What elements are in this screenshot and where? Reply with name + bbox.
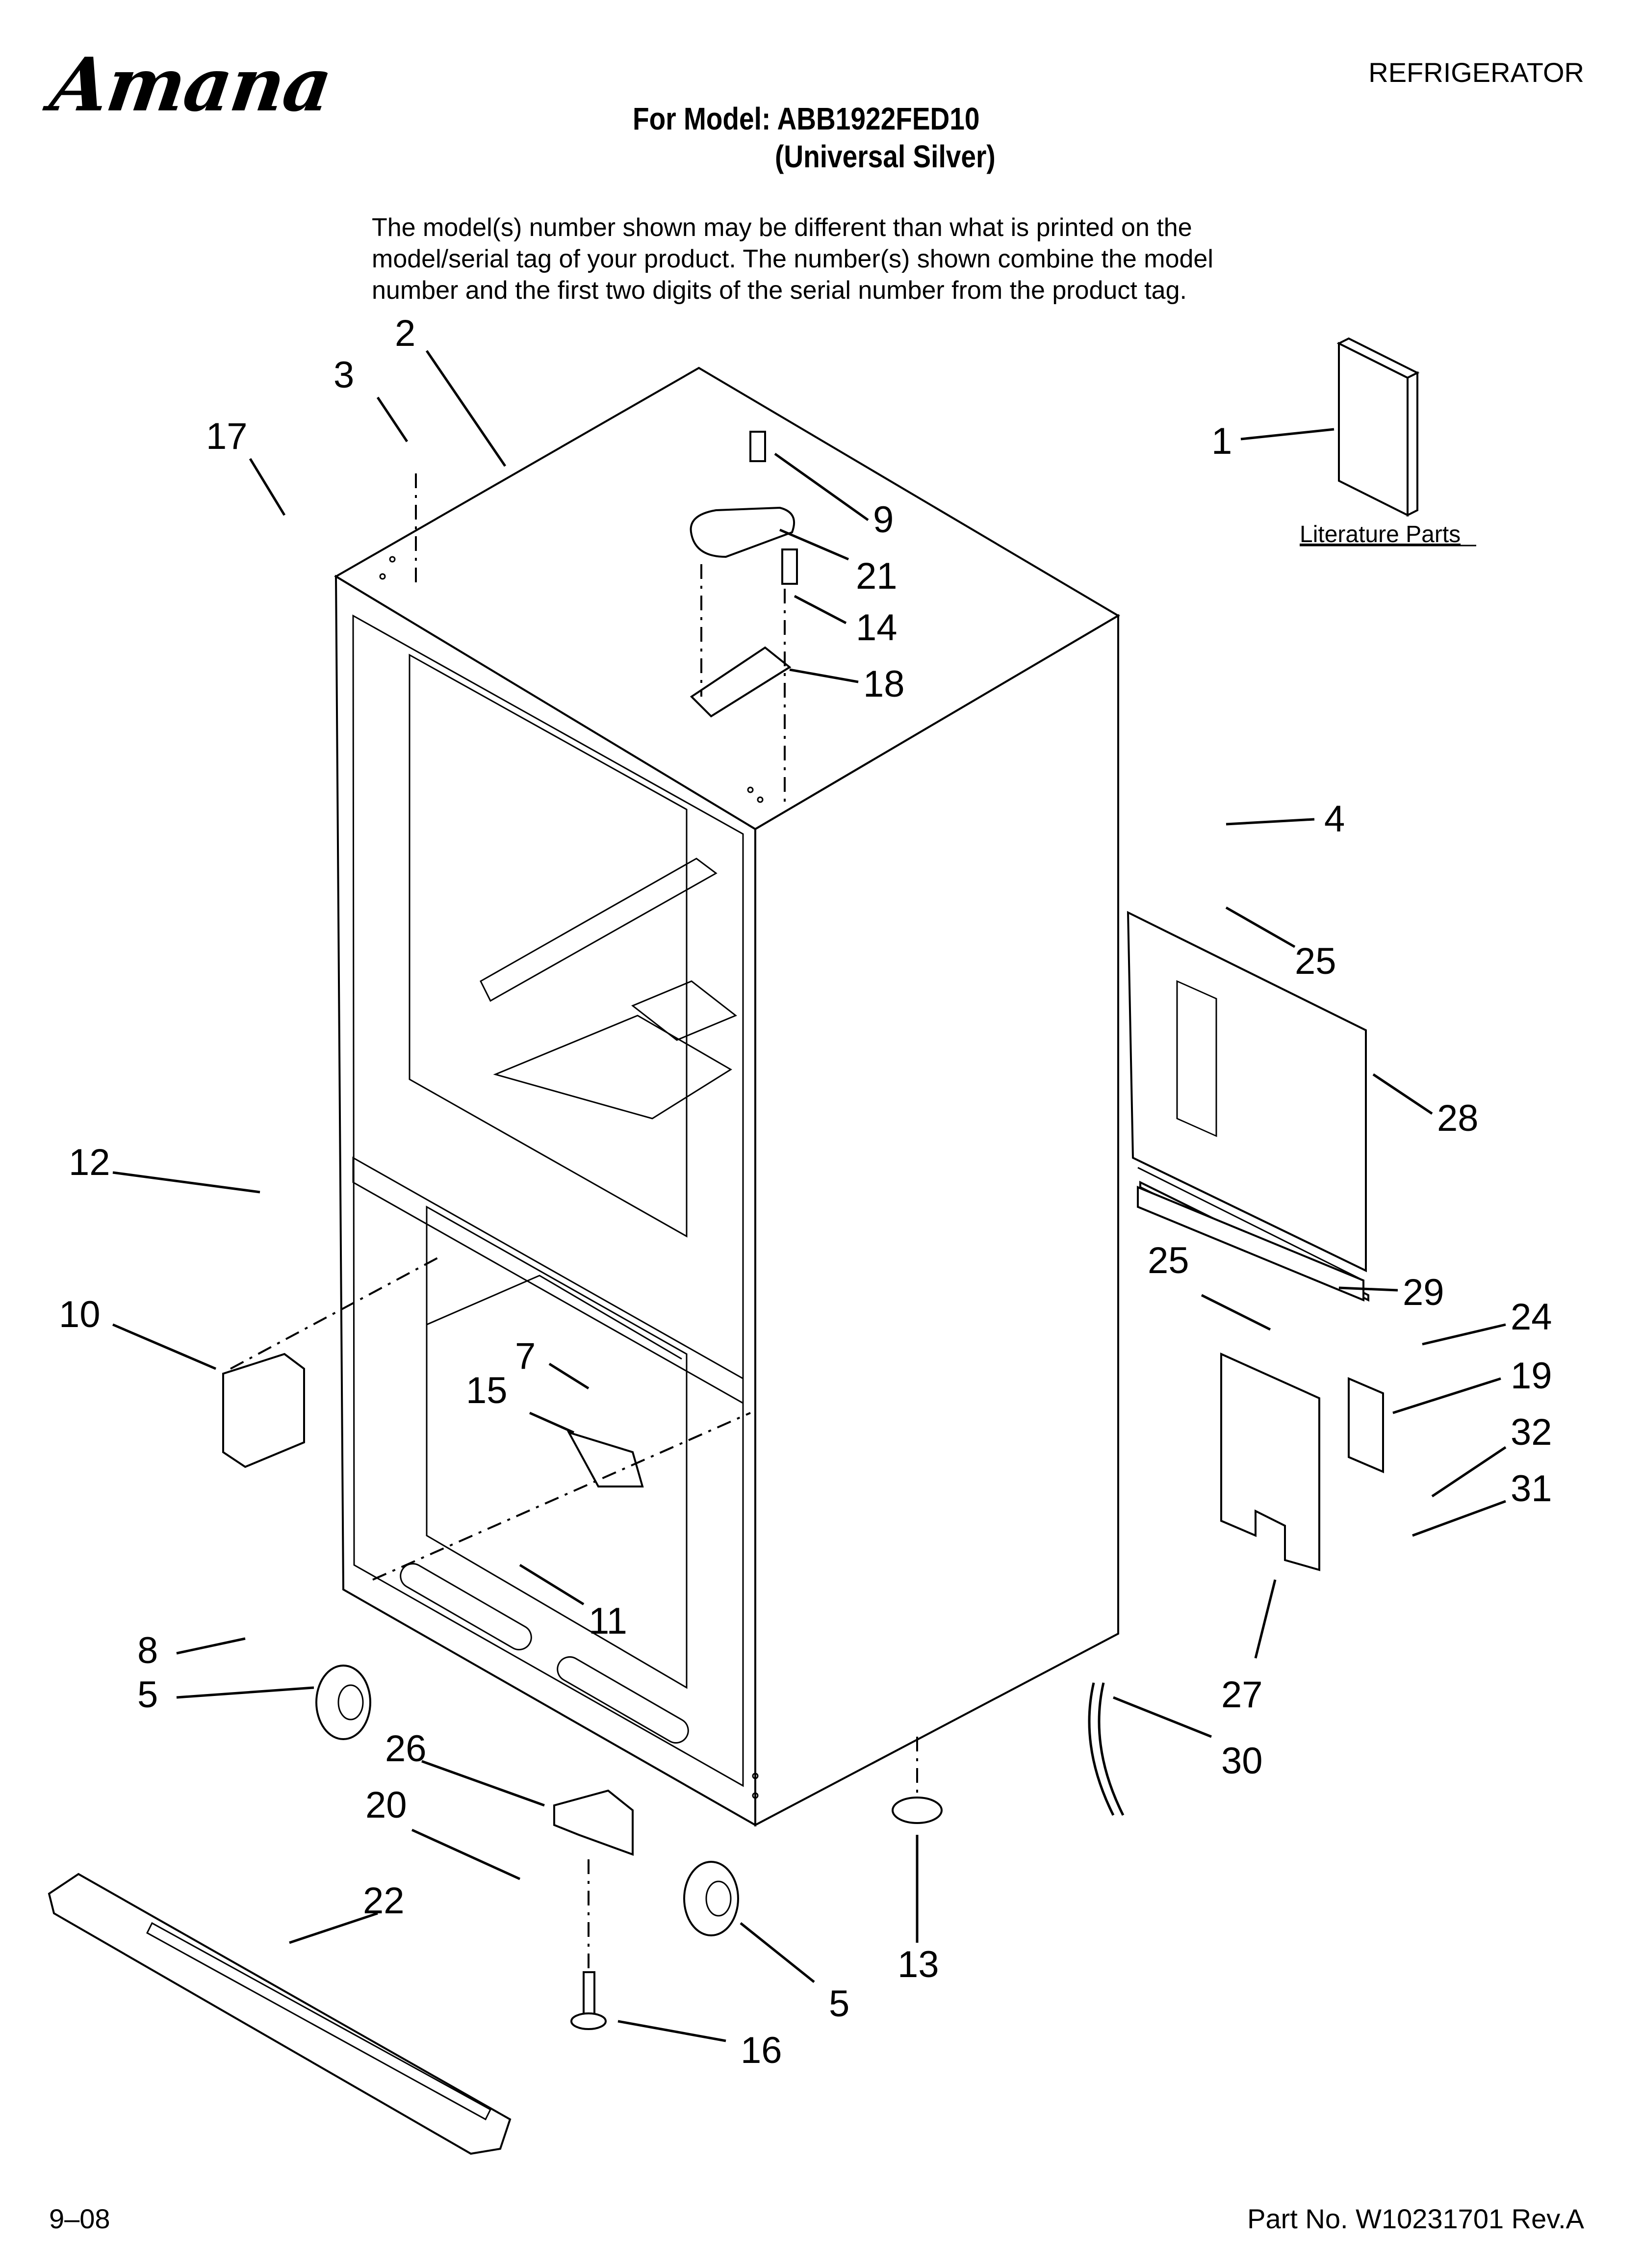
callout-4: 4 xyxy=(1324,798,1345,840)
toe-grille-22 xyxy=(48,1873,512,2155)
leader-lines xyxy=(112,350,1507,2042)
caster-right xyxy=(683,1861,739,1936)
drain-tube-30 xyxy=(1088,1682,1125,1816)
model-heading: For Model: ABB1922FED10 xyxy=(633,101,980,136)
callout-25-upper: 25 xyxy=(1295,940,1336,982)
ice-maker-bezel-10 xyxy=(222,1353,305,1468)
callout-16: 16 xyxy=(741,2030,782,2071)
notice-line: model/serial tag of your product. The nu… xyxy=(372,245,1213,273)
callout-30: 30 xyxy=(1221,1740,1263,1782)
callout-1: 1 xyxy=(1211,420,1232,462)
callout-3: 3 xyxy=(334,354,354,396)
callout-8: 8 xyxy=(137,1630,158,1671)
caster-left xyxy=(315,1665,371,1740)
callout-24: 24 xyxy=(1511,1296,1552,1338)
notice-line: The model(s) number shown may be differe… xyxy=(372,213,1192,242)
model-notice: The model(s) number shown may be differe… xyxy=(372,212,1353,306)
callout-9: 9 xyxy=(873,499,894,541)
callout-25-lower: 25 xyxy=(1148,1240,1189,1281)
callout-14: 14 xyxy=(856,607,898,649)
top-hinge-assembly xyxy=(415,431,798,805)
callout-12: 12 xyxy=(69,1142,110,1183)
callout-13: 13 xyxy=(898,1944,939,1985)
callout-22: 22 xyxy=(363,1880,405,1922)
callout-18: 18 xyxy=(863,663,905,705)
callout-28: 28 xyxy=(1437,1097,1479,1139)
electrical-box xyxy=(1220,1352,1320,1571)
refrigerator-cabinet xyxy=(334,366,1120,1827)
literature-parts-booklet xyxy=(1336,337,1420,517)
callout-15: 15 xyxy=(466,1370,508,1411)
product-category: REFRIGERATOR xyxy=(1368,57,1584,88)
callout-7: 7 xyxy=(515,1335,536,1377)
cover-19 xyxy=(1348,1377,1384,1474)
callout-11: 11 xyxy=(589,1600,627,1642)
model-variant: (Universal Silver) xyxy=(775,139,996,174)
callout-31: 31 xyxy=(1511,1468,1552,1510)
callout-26: 26 xyxy=(385,1728,427,1770)
callout-2: 2 xyxy=(395,313,415,354)
freezer-hinge-15 xyxy=(230,1255,751,1581)
plug-13 xyxy=(892,1737,943,1824)
callout-5-right: 5 xyxy=(829,1983,849,2025)
date-code: 9–08 xyxy=(49,2203,110,2234)
callout-19: 19 xyxy=(1511,1355,1552,1397)
callout-5-left: 5 xyxy=(137,1674,158,1716)
callout-29: 29 xyxy=(1403,1272,1444,1313)
callout-17: 17 xyxy=(206,416,248,457)
notice-line: number and the first two digits of the s… xyxy=(372,276,1187,305)
callout-10: 10 xyxy=(59,1294,101,1335)
leveling-bracket-26 xyxy=(553,1789,634,2030)
callout-20: 20 xyxy=(365,1784,407,1826)
literature-parts-label: Literature Parts xyxy=(1300,521,1461,547)
strap-29 xyxy=(1137,1186,1364,1302)
part-number: Part No. W10231701 Rev.A xyxy=(1247,2203,1584,2234)
callout-32: 32 xyxy=(1511,1411,1552,1453)
callout-27: 27 xyxy=(1221,1674,1263,1716)
callout-21: 21 xyxy=(856,555,898,597)
callout-labels: 1 2 3 4 5 5 7 8 9 10 11 12 13 14 15 16 1… xyxy=(59,313,1552,2071)
